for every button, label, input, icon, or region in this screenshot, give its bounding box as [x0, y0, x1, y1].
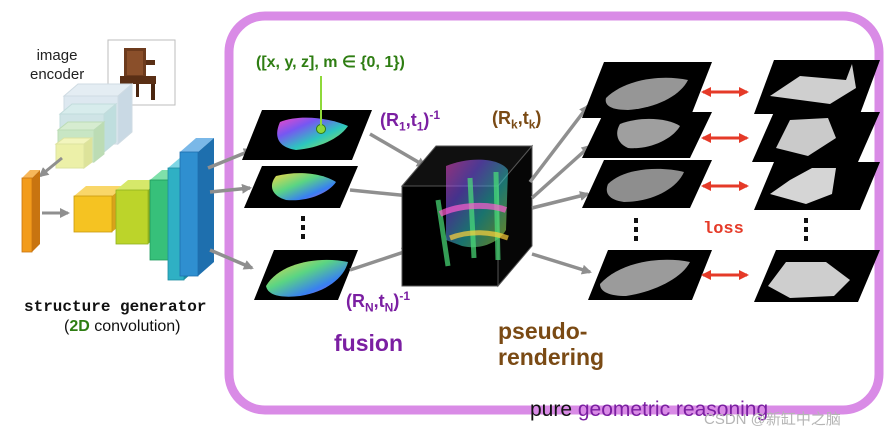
r1-sub-r: 1	[399, 119, 406, 134]
conv-suffix: convolution)	[89, 318, 181, 335]
map1-to-fusion-arrow	[369, 132, 427, 168]
loss-label: loss	[703, 220, 744, 239]
pseudo-rendering-line1: pseudo-	[498, 318, 588, 344]
rn-sub-t: N	[384, 300, 394, 315]
pure-word: pure	[530, 398, 578, 421]
rk-sub-t: k	[528, 117, 536, 132]
rn-close: )	[393, 291, 400, 311]
pseudo-rendering-label: pseudo- rendering	[498, 318, 604, 370]
generator-to-map2-arrow	[209, 183, 252, 194]
image-encoder-line2: encoder	[30, 66, 85, 83]
depth-map-2	[244, 166, 358, 208]
r1-open: (R	[380, 110, 399, 130]
r1-sub-t: 1	[416, 119, 424, 134]
r1-close: )	[423, 110, 430, 130]
fused-point-cloud-cube	[400, 144, 534, 288]
rn-sub-r: N	[365, 300, 374, 315]
generator-to-map1-arrow	[207, 148, 254, 170]
fusion-label: fusion	[334, 330, 403, 356]
rk-sub-r: k	[511, 117, 518, 132]
conv-2d: 2D	[69, 318, 90, 335]
generator-to-mapn-arrow	[209, 248, 254, 270]
reasoning-frame	[224, 11, 884, 415]
rk-open: (R	[492, 108, 511, 128]
depth-map-1	[242, 110, 372, 160]
rn-sup: -1	[399, 289, 411, 303]
geometric-reasoning-words: geometric reasoning	[577, 398, 769, 421]
gt-ellipsis	[804, 218, 808, 241]
cube-to-render3-arrow	[531, 191, 590, 210]
conv-prefix: (	[64, 318, 70, 335]
map2-to-fusion-arrow	[349, 188, 412, 201]
r1-label: (R1,t1)-1	[380, 108, 440, 134]
watermark: CSDN @新缸中之脑	[704, 411, 841, 428]
latent-vector-block	[21, 170, 40, 253]
rn-open: (R	[346, 291, 365, 311]
pseudo-rendered-maps	[582, 62, 712, 300]
maps-ellipsis	[301, 216, 305, 239]
cube-to-render2-arrow	[530, 144, 592, 200]
mapn-to-fusion-arrow	[349, 247, 412, 272]
r1-sup: -1	[429, 108, 441, 122]
image-encoder-line1: image	[36, 47, 78, 64]
ground-truth-maps	[752, 60, 880, 302]
encoder-to-latent-arrow	[38, 156, 63, 178]
rk-mid: ,t	[517, 108, 529, 128]
cube-to-rendern-arrow	[531, 252, 592, 275]
point-annotation-label: ([x, y, z], m ∈ {0, 1})	[256, 54, 405, 71]
pseudo-rendering-line2: rendering	[498, 344, 605, 370]
rk-label: (Rk,tk)	[492, 108, 541, 132]
convolution-label: (2D convolution)	[64, 318, 181, 336]
rk-close: )	[535, 108, 542, 128]
pure-geometric-reasoning-label: pure geometric reasoning	[530, 398, 768, 422]
depth-map-n	[254, 250, 358, 300]
rn-label: (RN,tN)-1	[346, 289, 410, 315]
structure-generator-label: structure generator	[24, 298, 207, 316]
rendered-ellipsis	[634, 218, 638, 241]
cube-to-render1-arrow	[528, 104, 590, 184]
structure-generator-blocks	[73, 138, 214, 281]
image-encoder-label: image encoder	[30, 46, 84, 84]
image-encoder-blocks	[54, 82, 134, 169]
rn-mid: ,t	[373, 291, 385, 311]
r1-mid: ,t	[405, 110, 417, 130]
